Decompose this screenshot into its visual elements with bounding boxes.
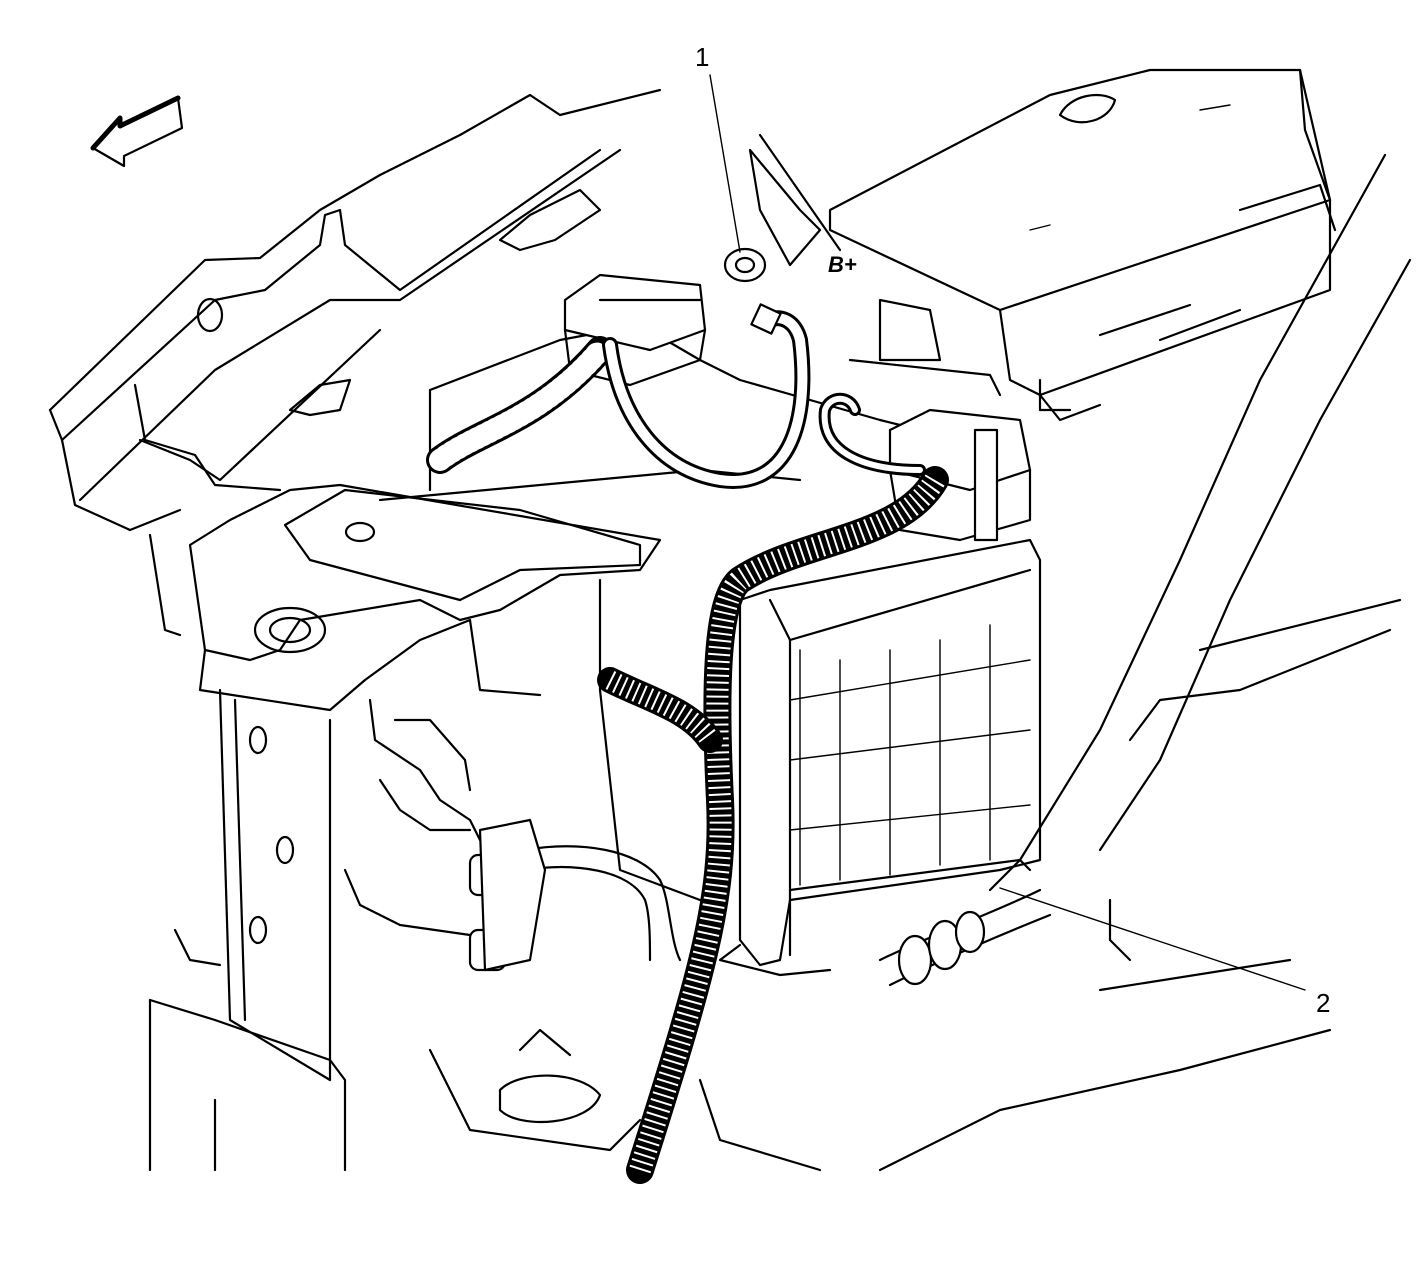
callout-2-number: 2 xyxy=(1316,988,1331,1018)
battery-tray-bracket xyxy=(148,483,662,1172)
frame-rail xyxy=(48,88,662,637)
direction-arrow-icon xyxy=(90,95,184,168)
callout-1-number: 1 xyxy=(695,42,710,72)
callout-1-leader xyxy=(709,74,741,253)
wiring-harness xyxy=(426,336,949,1184)
b-plus-label: B+ xyxy=(828,252,857,277)
callout-leaders xyxy=(709,74,1306,991)
fender-and-hood-lines xyxy=(698,153,1412,1172)
positive-battery-cable xyxy=(602,247,926,489)
pipe-fittings xyxy=(428,818,1052,1152)
underhood-fuse-block: B+ xyxy=(748,68,1337,422)
callout-2-leader xyxy=(999,887,1306,991)
